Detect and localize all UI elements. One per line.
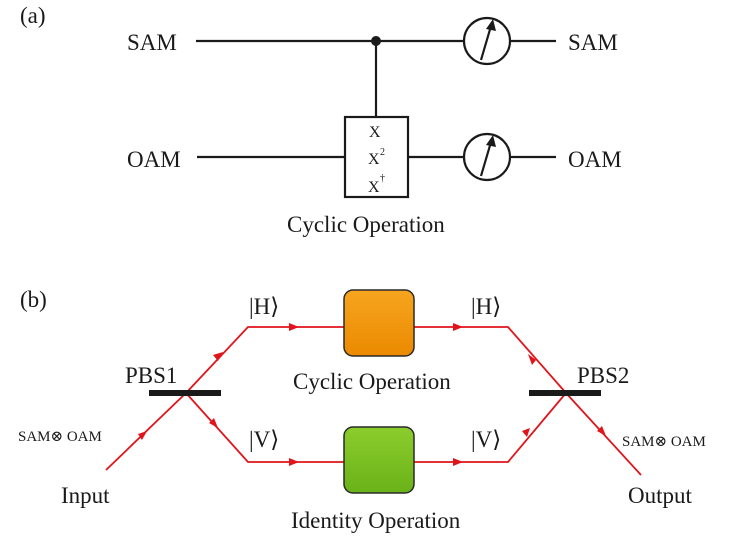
panel-a: (a) SAM OAM SAM OAM OAM X X 2 X † xyxy=(20,3,622,237)
output-state-label: SAM⊗ OAM xyxy=(622,434,706,450)
lower-beam-arrow-2 xyxy=(289,458,299,466)
pbs1-splitter xyxy=(149,390,221,396)
cyclic-operation-label: Cyclic Operation xyxy=(293,369,451,394)
identity-operation-box xyxy=(343,426,415,494)
panel-a-caption: Cyclic Operation xyxy=(287,212,445,237)
panel-a-tag: (a) xyxy=(20,3,46,28)
lower-beam-in xyxy=(185,392,344,463)
lower-beam-arrow-3 xyxy=(453,458,463,466)
ket-h-left: |H⟩ xyxy=(249,294,279,319)
input-beam-arrow xyxy=(138,431,147,440)
pbs1-label: PBS1 xyxy=(125,363,177,388)
pbs2-label: PBS2 xyxy=(577,363,629,388)
panel-b-tag: (b) xyxy=(20,287,47,312)
ket-v-left: |V⟩ xyxy=(249,427,279,452)
oam-input-label: OAM xyxy=(127,147,181,172)
panel-b: (b) PBS1 PBS2 Cyclic Operation Identity … xyxy=(18,287,706,533)
pbs2-splitter xyxy=(529,390,601,396)
upper-beam-arrow-1 xyxy=(213,352,223,361)
oam-meter-icon xyxy=(462,132,512,182)
gate-op-xdagger: X xyxy=(368,179,380,196)
gate-op-x: X xyxy=(369,124,381,141)
gate-sup-dagger: † xyxy=(380,173,385,184)
ket-h-right: |H⟩ xyxy=(471,294,501,319)
input-state-label: SAM⊗ OAM xyxy=(18,429,102,445)
input-label: Input xyxy=(61,483,110,508)
upper-beam-arrow-2 xyxy=(289,323,299,331)
lower-beam-out xyxy=(414,392,567,463)
upper-beam-arrow-3 xyxy=(453,323,463,331)
cyclic-gate-box xyxy=(343,115,410,199)
upper-beam-in xyxy=(185,326,344,394)
gate-sup-2: 2 xyxy=(380,147,385,158)
lower-beam-arrow-1 xyxy=(209,418,218,428)
oam-output-label: OAM xyxy=(568,147,622,172)
sam-output-label-text: SAM xyxy=(568,30,618,55)
cyclic-operation-box xyxy=(343,289,415,357)
ket-v-right: |V⟩ xyxy=(471,427,501,452)
gate-op-x2: X xyxy=(368,151,380,168)
identity-operation-label: Identity Operation xyxy=(291,508,461,533)
upper-beam-out xyxy=(414,326,567,394)
sam-input-label: SAM xyxy=(127,30,177,55)
lower-beam-arrow-4 xyxy=(522,428,530,437)
upper-beam-arrow-4 xyxy=(528,354,536,365)
output-label: Output xyxy=(628,483,693,508)
output-beam-arrow xyxy=(597,426,606,436)
sam-meter-icon xyxy=(462,16,512,66)
